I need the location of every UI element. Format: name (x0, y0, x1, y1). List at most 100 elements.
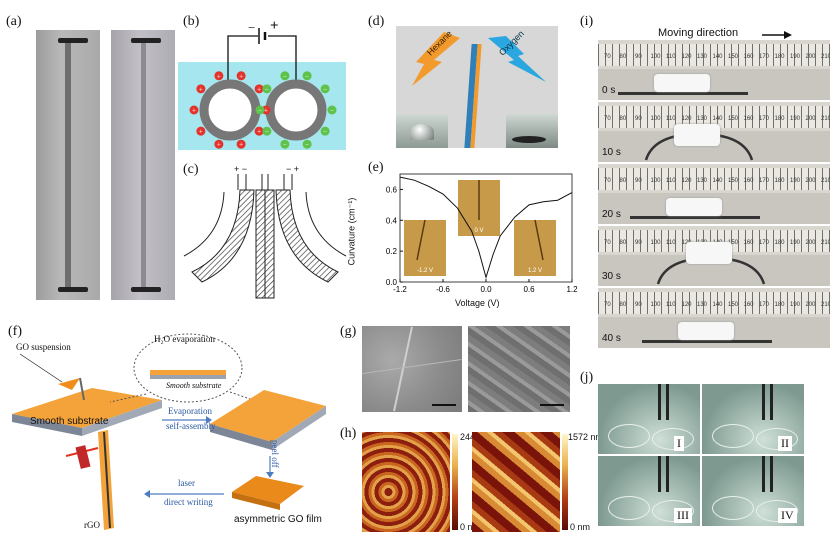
x-tick-label: 1.2 (566, 285, 578, 294)
peel-off-label: peel off (270, 440, 280, 468)
ion-sign: − (330, 107, 334, 115)
inset-voltage-label: 1.2 V (528, 268, 542, 274)
afm-image-2 (472, 432, 560, 532)
curvature-series-line (399, 176, 573, 280)
wetting-photo (396, 26, 558, 148)
panel-label-f: (f) (8, 324, 22, 339)
ion-icon (302, 71, 312, 81)
x-tick-label: -1.2 (393, 285, 407, 294)
ion-sign: − (265, 128, 269, 136)
smooth-substrate-inset-label: Smooth substrate (166, 381, 222, 390)
y-tick-label: 0.6 (386, 185, 398, 194)
actuator-polarity-left: + − (234, 164, 248, 174)
ion-icon (262, 84, 272, 94)
moving-direction-label: Moving direction (658, 27, 739, 39)
curvature-x-label: Voltage (V) (455, 298, 500, 308)
ion-sign: − (323, 128, 327, 136)
inset-strip (416, 219, 426, 261)
locomotion-frame: 7080901001101201301401501601701801902002… (598, 226, 830, 286)
ion-sign: + (217, 72, 221, 80)
strip-photo-right (111, 30, 175, 300)
voltage-inset-photo (514, 220, 556, 276)
ion-sign: − (305, 72, 309, 80)
y-tick-label: 0.4 (386, 216, 398, 225)
evaporation-label: Evaporation (168, 406, 212, 416)
time-stamp-label: 30 s (602, 271, 621, 282)
time-stamp-label: 20 s (602, 209, 621, 220)
afm-scale-1-bottom: 0 nm (460, 522, 481, 532)
ion-sign: + (264, 107, 268, 115)
hexane-lightning-icon (412, 32, 460, 86)
rgo-label: rGO (84, 520, 100, 530)
ion-icon (280, 71, 290, 81)
ion-sign: + (199, 128, 203, 136)
afm-scale-2-top: 1572 nm (568, 432, 604, 442)
moving-direction-arrow (762, 31, 792, 39)
x-tick-label: 0.6 (523, 285, 535, 294)
ion-sign: − (283, 72, 287, 80)
manipulation-frame (702, 384, 804, 454)
sem-image-rough (468, 326, 570, 412)
ion-sign: + (192, 107, 196, 115)
asymmetric-film-label: asymmetric GO film (234, 514, 322, 525)
laser-label: laser (178, 478, 195, 488)
ion-icon (189, 105, 199, 115)
smooth-substrate-label: Smooth substrate (30, 416, 109, 427)
panel-label-a: (a) (6, 14, 22, 29)
ion-icon (254, 84, 264, 94)
ion-sign: − (265, 85, 269, 93)
ion-icon (236, 71, 246, 81)
ion-sign: + (257, 85, 261, 93)
panel-label-j: (j) (580, 370, 594, 385)
direct-writing-label: direct writing (164, 497, 213, 507)
self-assembly-label: self-assembly (166, 421, 216, 431)
ion-icon (302, 139, 312, 149)
ion-icon (254, 126, 264, 136)
panel-label-h: (h) (340, 426, 357, 441)
oxygen-lightning-icon (488, 36, 546, 82)
x-tick-label: -0.6 (436, 285, 450, 294)
ion-sign: + (199, 85, 203, 93)
ion-icon (255, 105, 265, 115)
time-stamp-label: 10 s (602, 147, 621, 158)
ion-icon (236, 139, 246, 149)
frame-roman-label: III (674, 508, 692, 523)
ion-sign: − (323, 85, 327, 93)
ion-sign: − (258, 107, 262, 115)
time-stamp-label: 40 s (602, 333, 621, 344)
ion-sign: + (257, 128, 261, 136)
ion-icon (214, 71, 224, 81)
ion-sign: − (283, 141, 287, 149)
afm-scale-bar-1 (452, 434, 458, 530)
strip-photo-left (36, 30, 100, 300)
curvature-y-label: Curvature (cm⁻¹) (346, 197, 357, 266)
ion-icon (320, 126, 330, 136)
voltage-inset-photo (404, 220, 446, 276)
ion-sign: + (217, 141, 221, 149)
ion-icon (196, 84, 206, 94)
time-stamp-label: 0 s (602, 85, 616, 96)
sem-image-smooth (362, 326, 462, 412)
frame-roman-label: II (778, 436, 792, 451)
ion-icon (327, 105, 337, 115)
x-tick-label: 0.0 (480, 285, 492, 294)
afm-scale-2-bottom: 0 nm (570, 522, 591, 532)
ion-diagram: ++++++++++−−−−−−−−−− (178, 28, 346, 150)
frame-roman-label: I (674, 436, 684, 451)
manipulation-frame (598, 384, 700, 454)
panel-label-e: (e) (368, 160, 384, 175)
frame-roman-label: IV (778, 508, 797, 523)
y-tick-label: 0.0 (386, 278, 398, 287)
battery-plus-sign: + (270, 18, 279, 34)
panel-label-g: (g) (340, 324, 357, 339)
h2o-evaporation-label: H₂O evaporation (154, 334, 215, 344)
actuator-polarity-right: − + (286, 164, 300, 174)
ion-icon (320, 84, 330, 94)
inset-voltage-label: -1.2 V (417, 268, 433, 274)
ion-sign: + (239, 141, 243, 149)
fabrication-schematic (12, 333, 326, 530)
